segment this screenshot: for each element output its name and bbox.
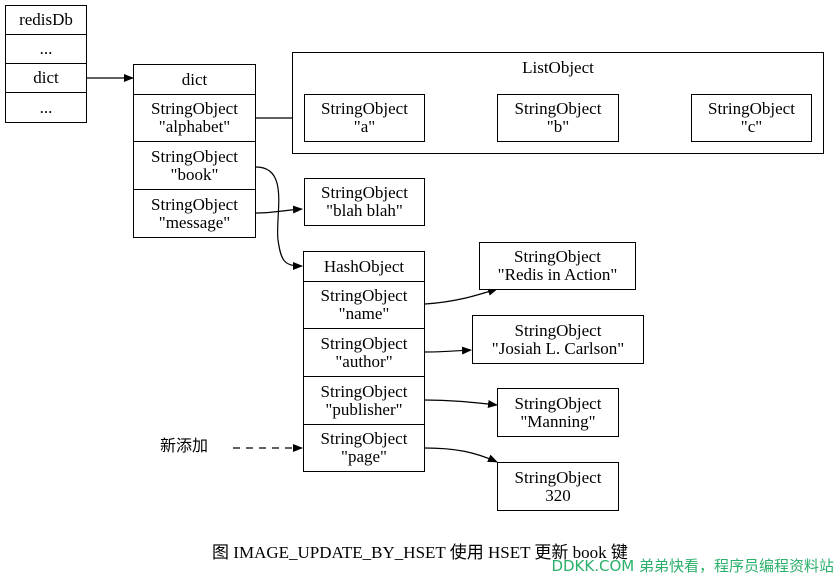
hash-field-publisher: StringObject"publisher" [303, 376, 425, 425]
hash-field-name: StringObject"name" [303, 281, 425, 329]
redisdb-row-ellipsis-bottom: ... [5, 92, 87, 123]
hash-value-publisher: StringObject"Manning" [497, 388, 619, 437]
new-added-label: 新添加 [160, 436, 209, 455]
hash-field-author: StringObject"author" [303, 328, 425, 377]
arrow-author-to-value [424, 346, 472, 355]
hashobject-title: HashObject [303, 251, 425, 282]
arrow-book-to-hashobject [255, 166, 303, 270]
dict-entry-alphabet: StringObject"alphabet" [133, 94, 256, 142]
figure-caption: 图 IMAGE_UPDATE_BY_HSET 使用 HSET 更新 book 键 [212, 543, 628, 562]
arrow-name-to-value [424, 287, 498, 305]
hash-value-name: StringObject"Redis in Action" [479, 242, 636, 290]
redisdb-row-ellipsis-top: ... [5, 34, 87, 64]
list-item-c: StringObject"c" [691, 94, 812, 142]
hash-value-author: StringObject"Josiah L. Carlson" [472, 315, 644, 364]
list-item-b: StringObject"b" [497, 94, 619, 142]
hash-field-page: StringObject"page" [303, 424, 425, 472]
arrow-publisher-to-value [424, 399, 498, 408]
list-object-title: ListObject [522, 58, 594, 77]
message-value: StringObject"blah blah" [304, 178, 425, 226]
arrow-message-to-value [255, 205, 303, 214]
dict-entry-message: StringObject"message" [133, 189, 256, 238]
arrow-page-to-value [424, 447, 498, 463]
dict-entry-book: StringObject"book" [133, 141, 256, 190]
redisdb-title: redisDb [5, 5, 87, 35]
site-watermark: DDKK.COM 弟弟快看，程序员编程资料站 [551, 557, 834, 575]
dict-title: dict [133, 64, 256, 95]
list-item-a: StringObject"a" [304, 94, 425, 142]
redisdb-row-dict: dict [5, 63, 87, 93]
